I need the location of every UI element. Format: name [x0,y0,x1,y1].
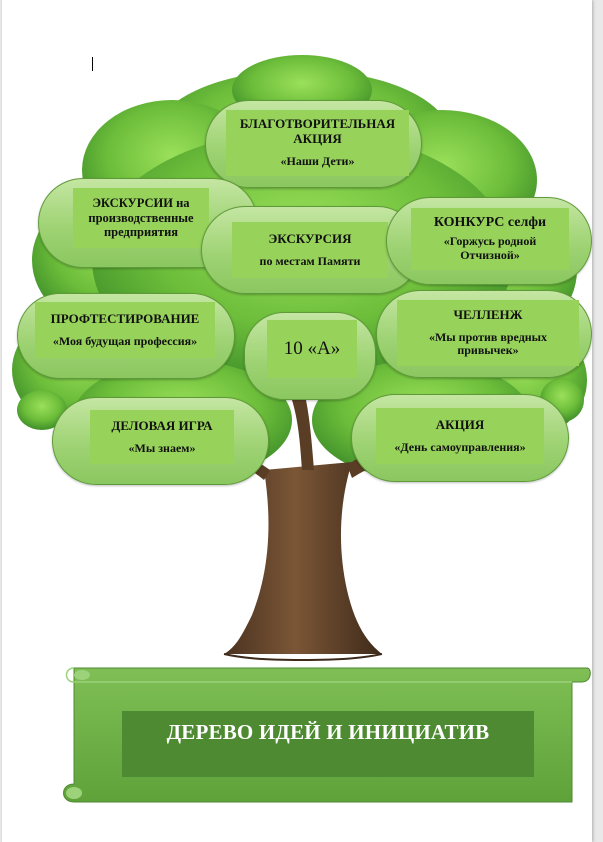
node-business-game-label: ДЕЛОВАЯ ИГРА «Мы знаем» [90,410,234,464]
node-excursions-title: ЭКСКУРСИИ на производственные предприяти… [88,196,194,240]
node-selfie-title: КОНКУРС селфи [433,215,547,231]
node-business-game-subtitle: «Мы знаем» [128,440,196,455]
node-selfie-subtitle: «Горжусь родной Отчизной» [443,234,537,263]
node-self-government-label: АКЦИЯ «День самоуправления» [376,408,544,464]
node-business-game-title: ДЕЛОВАЯ ИГРА [111,417,213,433]
node-charity-subtitle: «Наши Дети» [280,154,355,169]
node-excursions-label: ЭКСКУРСИИ на производственные предприяти… [73,188,209,248]
node-center-label: 10 «А» [267,320,357,378]
node-self-government-title: АКЦИЯ [435,416,485,432]
node-excursion-memory-label: ЭКСКУРСИЯ по местам Памяти [232,222,388,278]
node-challenge-title: ЧЕЛЛЕНЖ [453,306,523,322]
text-cursor [92,57,93,71]
document-page: БЛАГОТВОРИТЕЛЬНАЯ АКЦИЯ «Наши Дети» ЭКСК… [2,0,592,842]
node-challenge-subtitle: «Мы против вредных привычек» [428,329,548,358]
node-proftest-label: ПРОФТЕСТИРОВАНИЕ «Моя будущая профессия» [35,302,215,358]
node-self-government-subtitle: «День самоуправления» [394,439,526,454]
node-charity-title: БЛАГОТВОРИТЕЛЬНАЯ АКЦИЯ [239,116,396,147]
node-proftest-subtitle: «Моя будущая профессия» [52,333,198,348]
center-label: 10 «А» [283,338,341,360]
node-excursion-memory-subtitle: по местам Памяти [259,253,361,268]
node-selfie-label: КОНКУРС селфи «Горжусь родной Отчизной» [411,208,569,270]
banner-title: ДЕРЕВО ИДЕЙ И ИНИЦИАТИВ [166,719,490,744]
node-charity-label: БЛАГОТВОРИТЕЛЬНАЯ АКЦИЯ «Наши Дети» [226,110,409,176]
node-challenge-label: ЧЕЛЛЕНЖ «Мы против вредных привычек» [397,300,579,366]
node-proftest-title: ПРОФТЕСТИРОВАНИЕ [50,310,200,326]
banner-title-box: ДЕРЕВО ИДЕЙ И ИНИЦИАТИВ [122,711,534,777]
node-excursion-memory-title: ЭКСКУРСИЯ [268,230,352,246]
